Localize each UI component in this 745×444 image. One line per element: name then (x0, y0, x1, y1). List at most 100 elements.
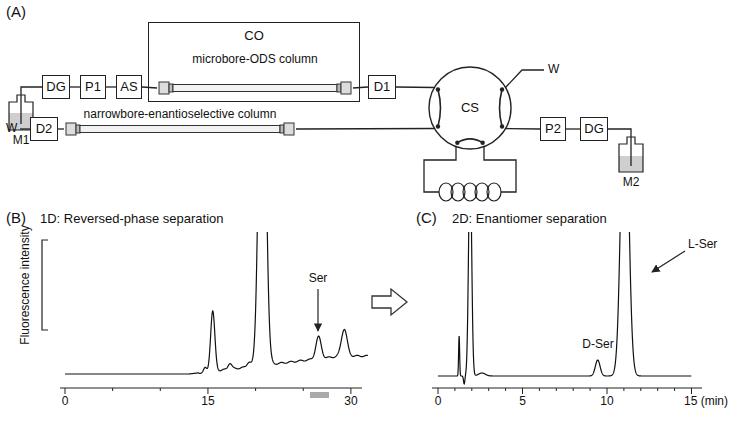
axis-tick (522, 388, 523, 394)
degasser-box: DG (42, 75, 70, 99)
chromatogram-trace (438, 232, 691, 384)
tubing-line (396, 86, 434, 88)
valve-port (480, 141, 484, 145)
peak-arrow (317, 289, 318, 331)
axis-tick (539, 388, 540, 391)
valve-channel (500, 90, 503, 127)
detector-box: D1 (368, 75, 396, 99)
axis-tick (505, 388, 506, 391)
waste-label: W (6, 122, 17, 135)
valve-port (455, 141, 459, 145)
axis-tick (350, 388, 351, 394)
axis-tick (65, 388, 66, 394)
axis-tick (657, 388, 658, 391)
panel-letter: (A) (6, 4, 26, 21)
tick-label: 15 (201, 395, 214, 408)
axis-tick (590, 388, 591, 391)
node-label: P1 (85, 80, 101, 94)
node-label: AS (120, 80, 137, 94)
column-fitting (284, 123, 294, 135)
column-nut (169, 84, 173, 92)
y-scale-bracket (42, 240, 48, 330)
axis-tick (303, 388, 304, 391)
column-body (173, 85, 337, 92)
axis-tick (607, 388, 608, 394)
axis-tick (438, 388, 439, 394)
tick-label: 30 (344, 395, 357, 408)
autosampler-box: AS (116, 75, 142, 99)
switching-valve: CS (428, 66, 512, 150)
axis-ticks (65, 388, 351, 394)
waste-line (20, 128, 30, 129)
chromatogram-trace (65, 232, 368, 374)
sample-loop (424, 147, 516, 193)
column-nut (280, 125, 284, 133)
valve-port (500, 87, 504, 91)
node-label: microbore-ODS column (192, 52, 317, 66)
panel-letter: (B) (6, 210, 26, 227)
axis-tick (556, 388, 557, 391)
node-label: D2 (36, 122, 53, 136)
tick-label: 15 (min) (684, 395, 728, 408)
panel-title: 1D: Reversed-phase separation (40, 212, 224, 226)
node-label: D1 (374, 80, 391, 94)
valve-body (429, 67, 511, 149)
valve-channel (457, 139, 482, 143)
panel-title: 2D: Enantiomer separation (452, 212, 607, 226)
axis-tick (623, 388, 624, 391)
loop-coil (439, 183, 501, 201)
peak-label: D-Ser (582, 338, 613, 351)
tubing-line (566, 128, 580, 129)
waste-line (506, 70, 545, 88)
pump-box: P2 (540, 117, 566, 141)
tubing-line (106, 86, 116, 87)
peak-label: L-Ser (688, 238, 717, 251)
degasser-box: DG (580, 117, 608, 141)
node-label: narrowbore-enantioselective column (84, 107, 277, 121)
node-label: DG (46, 80, 66, 94)
node-label: CS (461, 101, 479, 115)
pump-box: P1 (80, 75, 106, 99)
bottle-label: M1 (13, 134, 30, 147)
node-label: P2 (545, 122, 561, 136)
tick-label: 0 (435, 395, 442, 408)
column-body (80, 126, 280, 133)
tick-label: 0 (62, 395, 69, 408)
axis-tick (640, 388, 641, 391)
valve-port (436, 87, 440, 91)
x-axis (432, 387, 702, 388)
tubing-line (70, 86, 80, 87)
column-symbol: microbore-ODS column (157, 49, 353, 101)
column-fitting (159, 82, 169, 94)
valve-channel (438, 90, 441, 127)
tubing-line (506, 128, 540, 130)
tubing-line (58, 128, 64, 129)
axis-tick (160, 388, 161, 391)
coil-turn (487, 183, 501, 201)
inlet-tube (608, 129, 631, 166)
panel-letter: (C) (416, 210, 437, 227)
axis-tick (674, 388, 675, 391)
axis-tick (207, 388, 208, 394)
tubing-line (353, 87, 368, 88)
node-label: DG (584, 122, 604, 136)
tubing-line (142, 87, 157, 88)
x-axis (60, 387, 362, 388)
valve-port (436, 124, 440, 128)
axis-tick (112, 388, 113, 391)
axis-tick (573, 388, 574, 391)
transfer-arrow (372, 289, 407, 315)
axis-tick (255, 388, 256, 391)
column-symbol: narrowbore-enantioselective column (64, 104, 296, 142)
tick-label: 10 (600, 395, 613, 408)
column-fitting (66, 123, 76, 135)
tick-label: 5 (519, 395, 526, 408)
peak-label: Ser (309, 272, 328, 285)
column-fitting (341, 82, 351, 94)
axis-ticks (438, 388, 692, 394)
axis-tick (454, 388, 455, 391)
axis-tick (488, 388, 489, 391)
detector-box: D2 (30, 117, 58, 141)
peak-arrow (652, 251, 685, 272)
